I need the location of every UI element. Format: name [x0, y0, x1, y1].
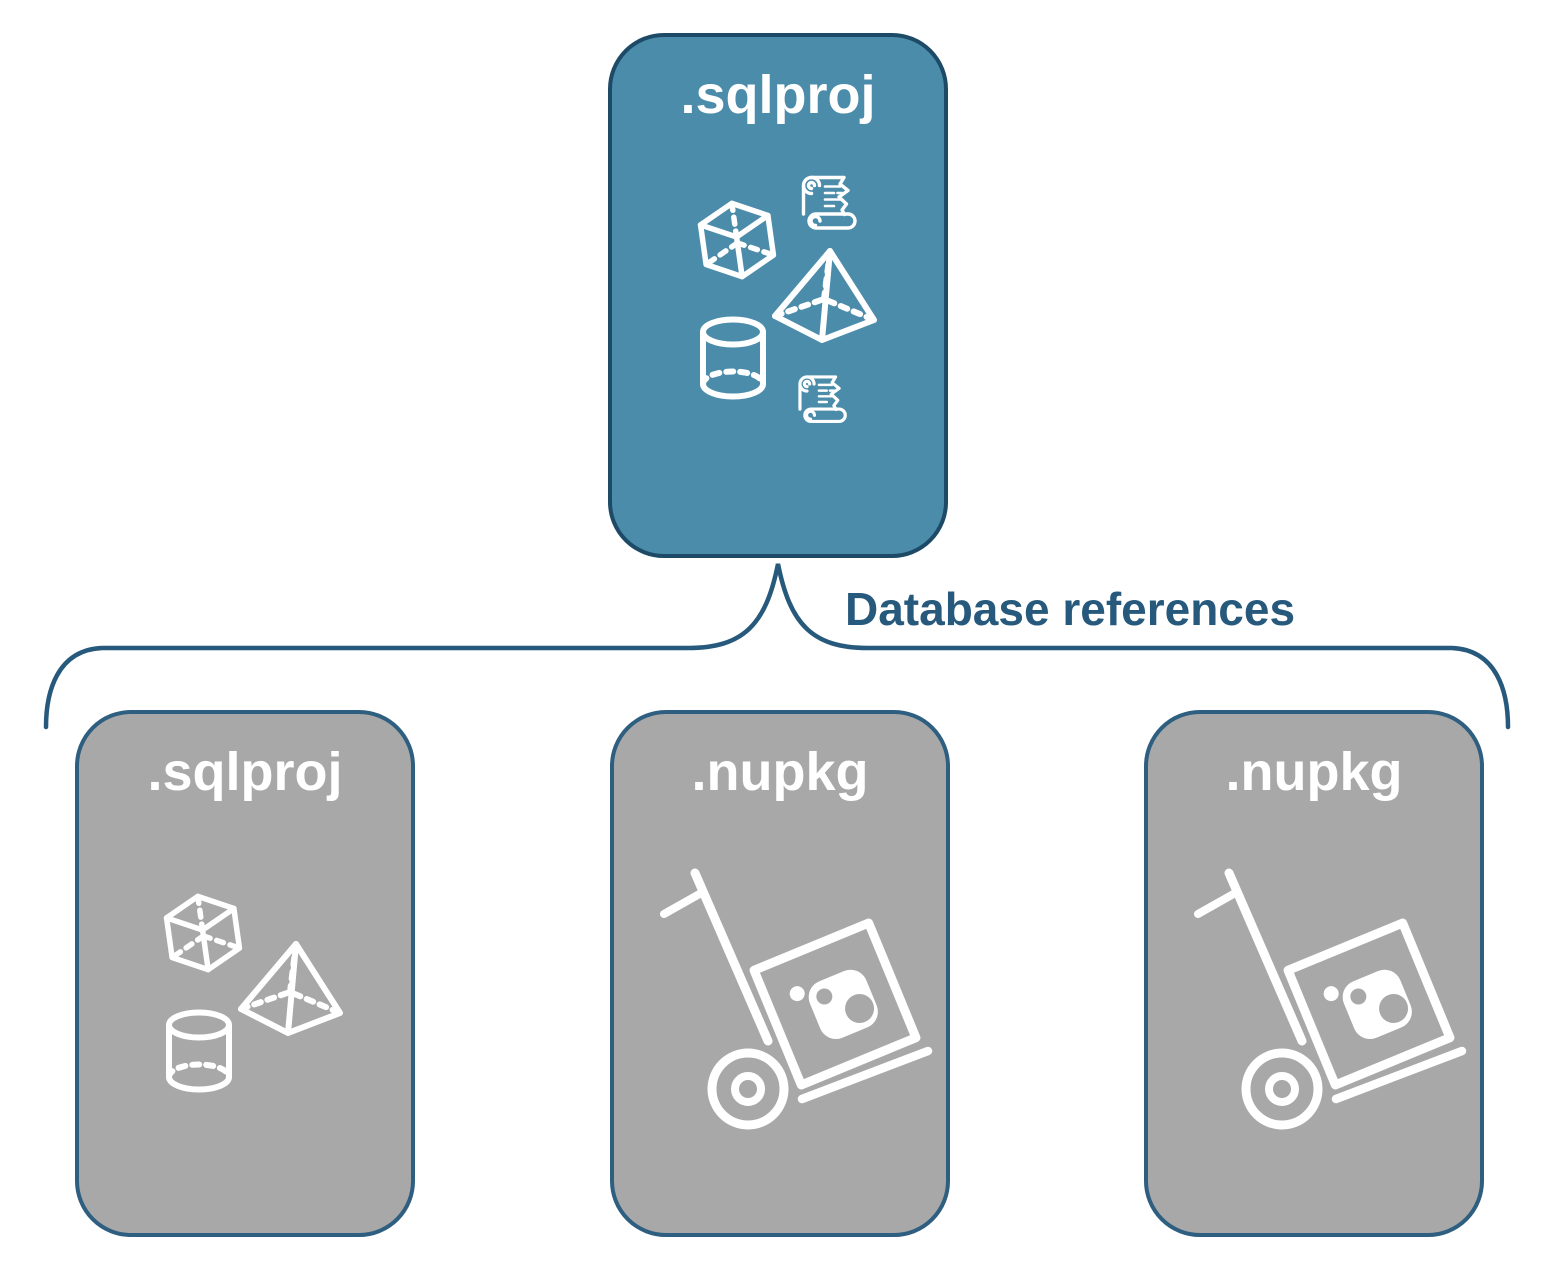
hand-truck-base [797, 1046, 933, 1104]
scroll-icon [798, 375, 847, 423]
package-box [1283, 918, 1455, 1090]
wheel-hub [1265, 1072, 1299, 1106]
wheel-hub [731, 1072, 765, 1106]
child-card-label: .nupkg [1225, 742, 1403, 802]
cylinder-icon [700, 316, 766, 400]
sqlproj-child-card: .sqlproj [75, 710, 415, 1237]
hand-truck-package-icon [1194, 868, 1467, 1130]
pyramid-icon [772, 248, 877, 343]
sqlproj-parent-card: .sqlproj [608, 33, 948, 558]
hand-truck-grip [1194, 888, 1241, 918]
pyramid-icon [238, 941, 343, 1036]
nuget-dot [1323, 986, 1339, 1002]
parent-card-label: .sqlproj [680, 65, 876, 125]
package-box [749, 918, 921, 1090]
wheel-icon [1241, 1048, 1323, 1130]
relationship-label: Database references [845, 583, 1296, 635]
wheel-icon [707, 1048, 789, 1130]
child-card-label: .nupkg [691, 742, 869, 802]
hand-truck-rail [690, 868, 773, 1046]
database-objects-icon [697, 175, 877, 423]
child-card-label: .sqlproj [147, 742, 343, 802]
hand-truck-grip [660, 888, 707, 918]
nupkg-card-1: .nupkg [610, 710, 950, 1237]
hand-truck-package-icon [660, 868, 933, 1130]
database-objects-icon [163, 893, 343, 1093]
scroll-icon [801, 175, 857, 230]
hand-truck-rail [1224, 868, 1307, 1046]
nuget-dot [789, 986, 805, 1002]
nuget-logo [808, 969, 878, 1040]
cylinder-icon [166, 1009, 232, 1093]
cube-icon [163, 893, 243, 973]
cube-icon [697, 200, 777, 280]
nuget-logo [1342, 969, 1412, 1040]
hand-truck-base [1331, 1046, 1467, 1104]
nupkg-card-2: .nupkg [1144, 710, 1484, 1237]
